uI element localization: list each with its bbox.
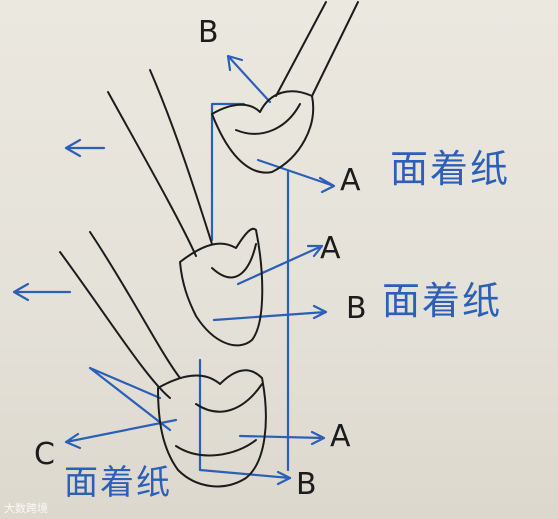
tool-top-shaft [275, 1, 359, 97]
label-b-mid: B [346, 291, 367, 326]
arrow-left-mid [12, 282, 72, 302]
caption-top-right: 面着纸 [390, 147, 511, 191]
label-a-bottom: A [330, 419, 351, 454]
label-b-bottom: B [296, 467, 317, 502]
caption-bracket [88, 366, 172, 432]
caption-bottom-left: 面着纸 [64, 463, 172, 503]
label-b-top: B [198, 15, 219, 50]
tool-lower-shaft [59, 231, 181, 399]
watermark: 大数跨境 [4, 502, 48, 515]
label-a-top: A [340, 163, 361, 198]
arrow-a-bottom [238, 430, 326, 446]
tool-bottom-tip [157, 369, 267, 488]
tool-mid-tip [179, 227, 264, 347]
tool-top-tip [211, 90, 315, 174]
guide-bar [198, 102, 290, 472]
arrow-b-top [226, 54, 272, 104]
arrow-a-mid [236, 244, 324, 286]
arrow-b-bottom [198, 468, 292, 486]
arrow-c-bottom [64, 418, 178, 450]
label-c-bottom: C [34, 437, 55, 472]
label-a-mid: A [320, 231, 341, 266]
arrow-left-top [64, 138, 106, 158]
caption-mid-right: 面着纸 [382, 279, 503, 323]
arrow-b-mid [212, 304, 328, 322]
arrow-a-top [256, 158, 336, 194]
tool-mid-shaft [107, 69, 213, 257]
